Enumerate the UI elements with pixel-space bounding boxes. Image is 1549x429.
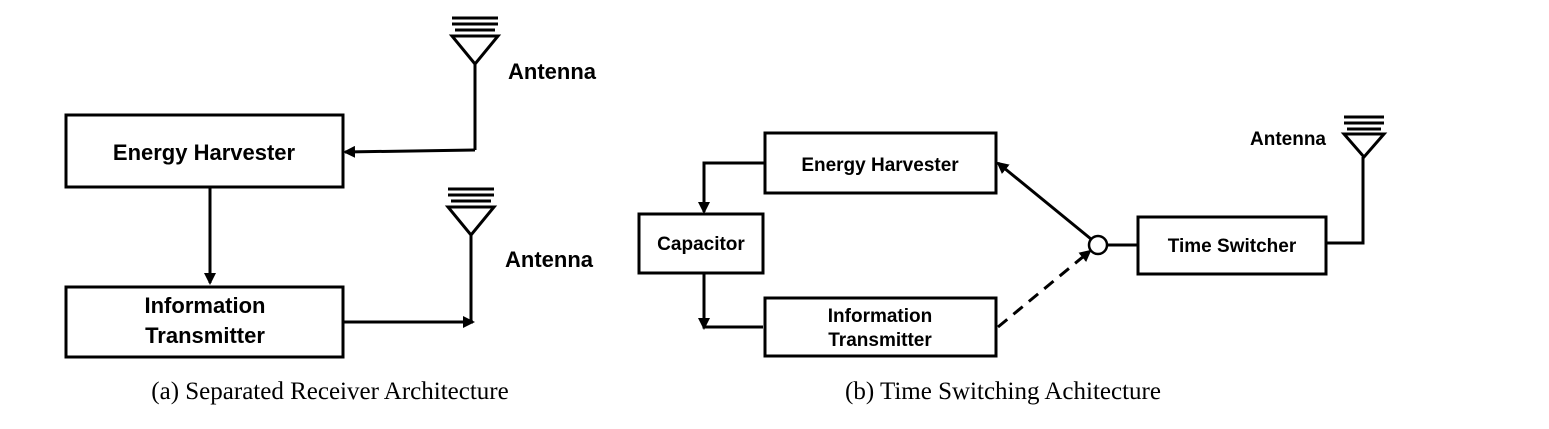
capacitor-block: Capacitor (637, 212, 765, 275)
caption-a: (a) Separated Receiver Architecture (151, 378, 508, 405)
diagram-b: Energy Harvester Capacitor Information T… (637, 115, 1388, 405)
capacitor-to-transmitter-arrowhead (698, 318, 710, 330)
time-switcher-block: Time Switcher (1136, 215, 1328, 276)
information-transmitter-block-a: Information Transmitter (64, 285, 345, 359)
antenna-label-bottom-a: Antenna (505, 247, 594, 272)
antenna-to-harvester-arrow (343, 145, 476, 158)
antenna-label-top-a: Antenna (508, 59, 597, 84)
antenna-icon (1340, 115, 1388, 160)
information-transmitter-label-line1-a: Information (145, 293, 266, 318)
switch-to-harvester-arrow (996, 161, 1092, 241)
information-transmitter-block-b: Information Transmitter (763, 296, 998, 358)
energy-harvester-block-b: Energy Harvester (763, 131, 998, 195)
information-transmitter-label-line1-b: Information (828, 306, 933, 327)
information-transmitter-label-line2-a: Transmitter (145, 323, 265, 348)
antenna-icon (444, 187, 498, 322)
transmitter-to-switch-dashed-arrow (997, 249, 1092, 329)
energy-harvester-label-a: Energy Harvester (113, 140, 296, 165)
time-switcher-label: Time Switcher (1168, 236, 1297, 257)
harvester-to-capacitor-arrow (698, 161, 765, 214)
diagram-a: Energy Harvester Information Transmitter… (64, 16, 597, 405)
antenna-icon (448, 16, 502, 150)
switch-node (1087, 234, 1109, 256)
capacitor-to-transmitter-wire (702, 273, 763, 329)
caption-b: (b) Time Switching Achitecture (845, 378, 1161, 405)
energy-harvester-label-b: Energy Harvester (801, 155, 959, 176)
antenna-label-b: Antenna (1250, 129, 1326, 150)
capacitor-label: Capacitor (657, 234, 745, 255)
information-transmitter-label-line2-b: Transmitter (828, 330, 932, 351)
energy-harvester-block-a: Energy Harvester (64, 113, 345, 189)
time-switcher-to-antenna-wire (1326, 157, 1365, 245)
